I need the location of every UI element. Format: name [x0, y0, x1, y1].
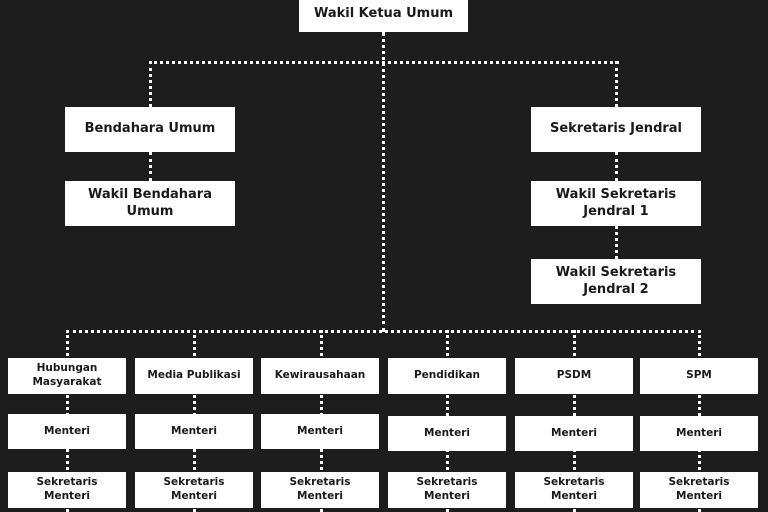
connector-bendahara-to-wakil	[149, 152, 152, 181]
connector-wakil1-to-wakil2	[615, 226, 618, 259]
menteri-4-label: Menteri	[424, 426, 470, 439]
wakil-ketua-umum-label: Wakil Ketua Umum	[313, 5, 454, 21]
box-department-1: Hubungan Masyarakat	[8, 358, 126, 394]
box-menteri-3: Menteri	[261, 414, 379, 449]
box-menteri-5: Menteri	[515, 416, 633, 451]
menteri-5-label: Menteri	[551, 426, 597, 439]
sekretaris-menteri-6-label: Sekretaris Menteri	[668, 476, 730, 502]
box-department-3: Kewirausahaan	[261, 358, 379, 394]
menteri-3-label: Menteri	[297, 424, 343, 437]
box-department-4: Pendidikan	[388, 358, 506, 394]
department-6-label: SPM	[686, 369, 712, 382]
box-menteri-2: Menteri	[135, 414, 253, 449]
connector-lower-horizontal	[66, 330, 701, 333]
box-sekretaris-jendral: Sekretaris Jendral	[531, 107, 701, 152]
connector-to-sekretaris-jendral	[615, 61, 618, 107]
box-sekretaris-menteri-2: Sekretaris Menteri	[135, 472, 253, 508]
department-4-label: Pendidikan	[413, 369, 481, 382]
sekretaris-menteri-5-label: Sekretaris Menteri	[543, 476, 605, 502]
box-department-5: PSDM	[515, 358, 633, 394]
box-wakil-sekretaris-jendral-1: Wakil Sekretaris Jendral 1	[531, 181, 701, 226]
connector-upper-horizontal	[149, 61, 619, 64]
box-sekretaris-menteri-3: Sekretaris Menteri	[261, 472, 379, 508]
box-wakil-ketua-umum: Wakil Ketua Umum	[299, 0, 468, 32]
box-sekretaris-menteri-1: Sekretaris Menteri	[8, 472, 126, 508]
connector-to-bendahara	[149, 61, 152, 107]
wakil-sekretaris-jendral-2-label: Wakil Sekretaris Jendral 2	[555, 264, 677, 297]
sekretaris-menteri-1-label: Sekretaris Menteri	[36, 476, 98, 502]
menteri-1-label: Menteri	[44, 424, 90, 437]
department-2-label: Media Publikasi	[147, 369, 241, 382]
sekretaris-menteri-3-label: Sekretaris Menteri	[289, 476, 351, 502]
box-menteri-6: Menteri	[640, 416, 758, 451]
box-department-2: Media Publikasi	[135, 358, 253, 394]
box-sekretaris-menteri-5: Sekretaris Menteri	[515, 472, 633, 508]
wakil-bendahara-umum-label: Wakil Bendahara Umum	[87, 186, 212, 219]
connector-top-stem	[382, 32, 385, 332]
sekretaris-menteri-4-label: Sekretaris Menteri	[416, 476, 478, 502]
sekretaris-jendral-label: Sekretaris Jendral	[549, 121, 683, 137]
box-bendahara-umum: Bendahara Umum	[65, 107, 235, 152]
bendahara-umum-label: Bendahara Umum	[84, 121, 216, 137]
box-department-6: SPM	[640, 358, 758, 394]
box-menteri-4: Menteri	[388, 416, 506, 451]
department-1-label: Hubungan Masyarakat	[32, 362, 102, 388]
department-3-label: Kewirausahaan	[274, 369, 366, 382]
menteri-6-label: Menteri	[676, 426, 722, 439]
sekretaris-menteri-2-label: Sekretaris Menteri	[163, 476, 225, 502]
box-wakil-bendahara-umum: Wakil Bendahara Umum	[65, 181, 235, 226]
connector-sekjen-to-wakil1	[615, 152, 618, 181]
menteri-2-label: Menteri	[171, 424, 217, 437]
box-wakil-sekretaris-jendral-2: Wakil Sekretaris Jendral 2	[531, 259, 701, 304]
box-menteri-1: Menteri	[8, 414, 126, 449]
box-sekretaris-menteri-6: Sekretaris Menteri	[640, 472, 758, 508]
department-5-label: PSDM	[556, 369, 592, 382]
wakil-sekretaris-jendral-1-label: Wakil Sekretaris Jendral 1	[555, 186, 677, 219]
box-sekretaris-menteri-4: Sekretaris Menteri	[388, 472, 506, 508]
